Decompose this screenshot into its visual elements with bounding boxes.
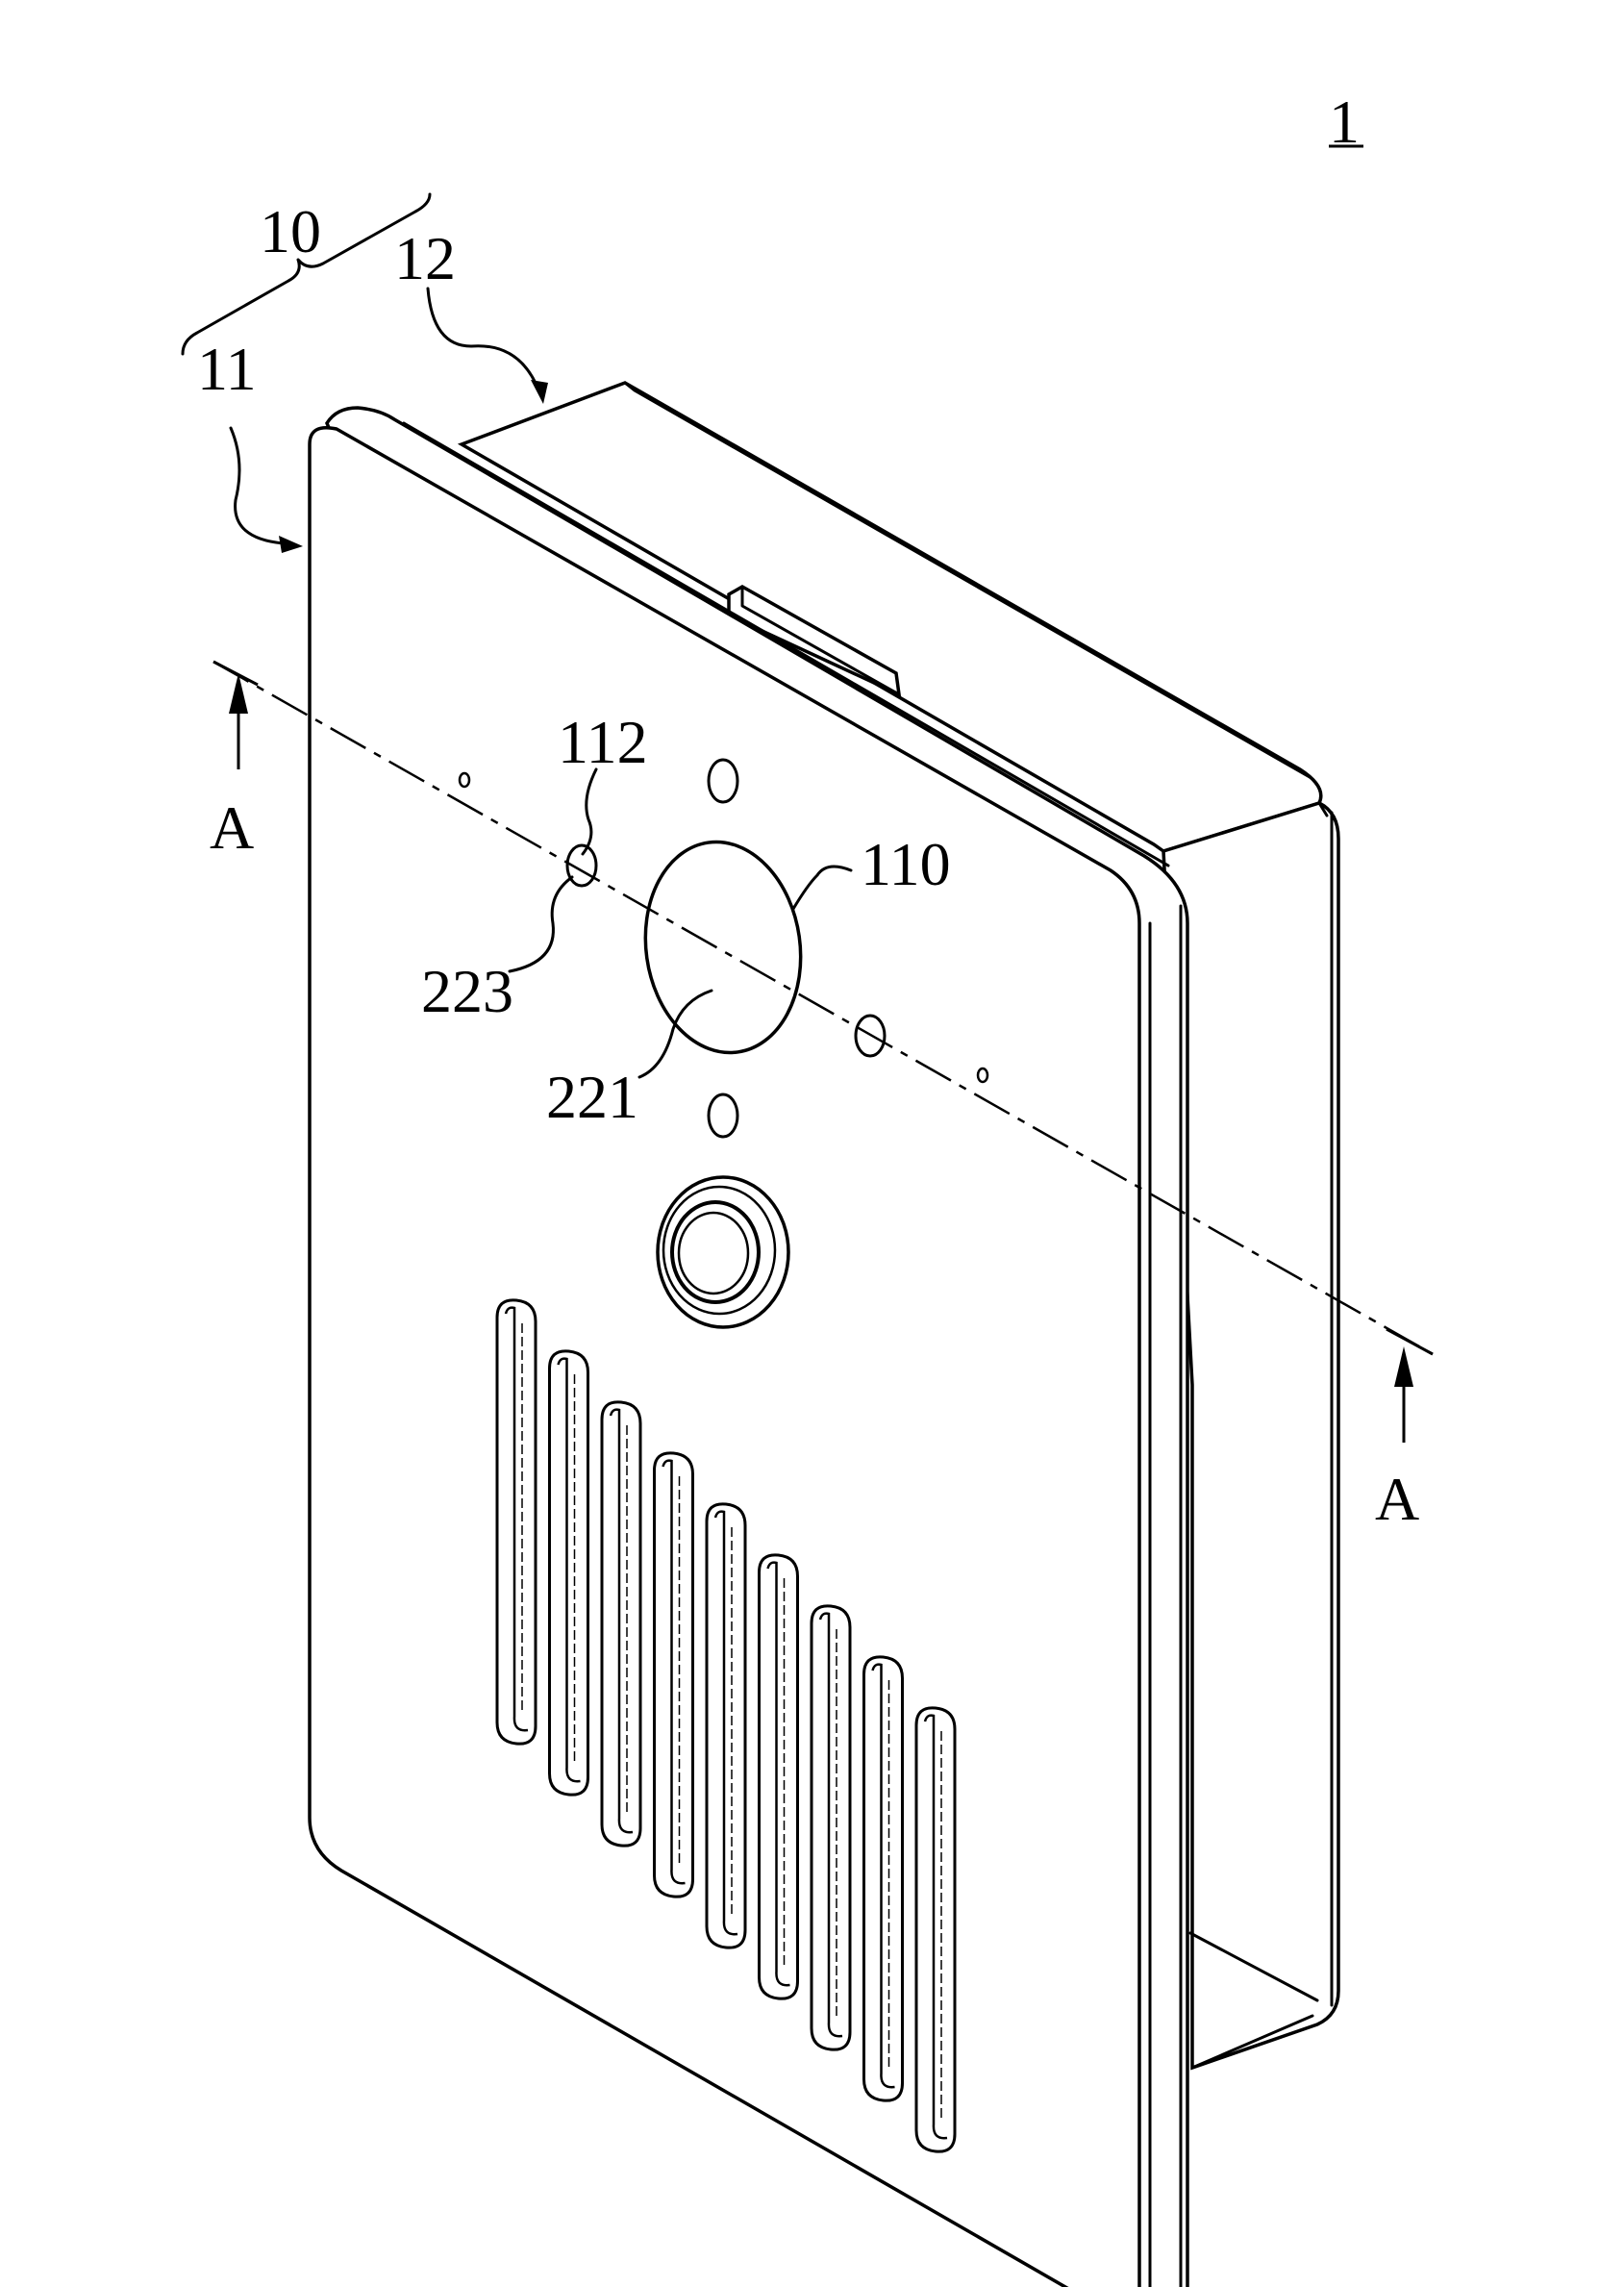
speaker-slot xyxy=(707,1504,745,1948)
pinhole-right xyxy=(978,1068,987,1082)
label-10: 10 xyxy=(260,197,321,265)
label-221: 221 xyxy=(546,1063,638,1131)
hole-top xyxy=(709,760,737,802)
label-12: 12 xyxy=(394,224,456,292)
hole-bottom xyxy=(709,1094,737,1137)
section-label-left: A xyxy=(210,793,254,862)
speaker-slot xyxy=(497,1300,536,1744)
section-label-right: A xyxy=(1375,1465,1419,1533)
label-223: 223 xyxy=(421,957,513,1025)
speaker-slot xyxy=(864,1657,903,2100)
speaker-slot xyxy=(916,1708,955,2151)
speaker-slot xyxy=(602,1402,640,1846)
label-110: 110 xyxy=(861,830,951,898)
label-11: 11 xyxy=(197,335,257,403)
speaker-slot xyxy=(550,1351,588,1795)
pinhole-left xyxy=(460,773,469,787)
speaker-slot xyxy=(655,1453,693,1897)
label-112: 112 xyxy=(558,708,648,776)
speaker-slot xyxy=(760,1555,798,1998)
speaker-slot xyxy=(812,1606,850,2049)
push-button xyxy=(658,1177,788,1327)
